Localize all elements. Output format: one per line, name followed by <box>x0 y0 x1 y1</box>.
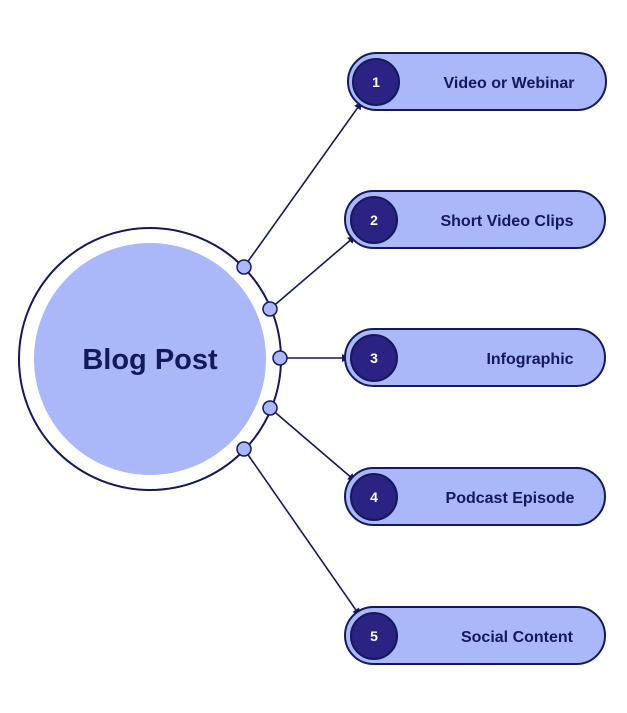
connector-dot-2 <box>262 301 278 317</box>
connector-arrow-4 <box>269 407 357 483</box>
output-pill-5: 5 Social Content <box>344 606 606 665</box>
connector-dot-4 <box>262 400 278 416</box>
connector-arrow-1 <box>243 101 363 268</box>
output-number-badge <box>350 334 398 382</box>
connector-dot-3 <box>272 350 288 366</box>
connector-arrow-5 <box>243 448 361 617</box>
output-label: Video or Webinar <box>444 75 575 92</box>
output-pill-2: 2 Short Video Clips <box>344 190 606 249</box>
output-number: 1 <box>372 74 380 90</box>
connector-dot-group <box>236 259 288 457</box>
output-label: Short Video Clips <box>440 213 573 230</box>
connector-dot-1 <box>236 259 252 275</box>
hub-title: Blog Post <box>82 344 218 376</box>
output-number: 4 <box>370 489 378 505</box>
hub-inner-circle <box>34 243 266 475</box>
output-pill-background <box>344 606 606 665</box>
output-number: 3 <box>370 350 378 366</box>
output-pill-4: 4 Podcast Episode <box>344 467 606 526</box>
output-pill-background <box>347 52 607 111</box>
output-number-badge <box>350 473 398 521</box>
output-pill-3: 3 Infographic <box>344 328 606 387</box>
output-label: Infographic <box>486 351 573 368</box>
connector-group <box>243 101 363 617</box>
output-pill-1: 1 Video or Webinar <box>347 52 607 111</box>
output-number-badge <box>352 58 400 106</box>
output-pill-background <box>344 190 606 249</box>
connector-arrow-2 <box>269 234 357 310</box>
output-pill-background <box>344 467 606 526</box>
output-number: 5 <box>370 628 378 644</box>
output-label: Social Content <box>461 629 574 646</box>
output-number-badge <box>350 612 398 660</box>
output-number-badge <box>350 196 398 244</box>
hub-node: Blog Post <box>18 227 282 491</box>
connector-dot-5 <box>236 441 252 457</box>
output-pill-background <box>344 328 606 387</box>
output-number: 2 <box>370 212 378 228</box>
output-pill-group: 1 Video or Webinar 2 Short Video Clips 3 Info… <box>344 52 607 665</box>
output-label: Podcast Episode <box>446 490 575 507</box>
